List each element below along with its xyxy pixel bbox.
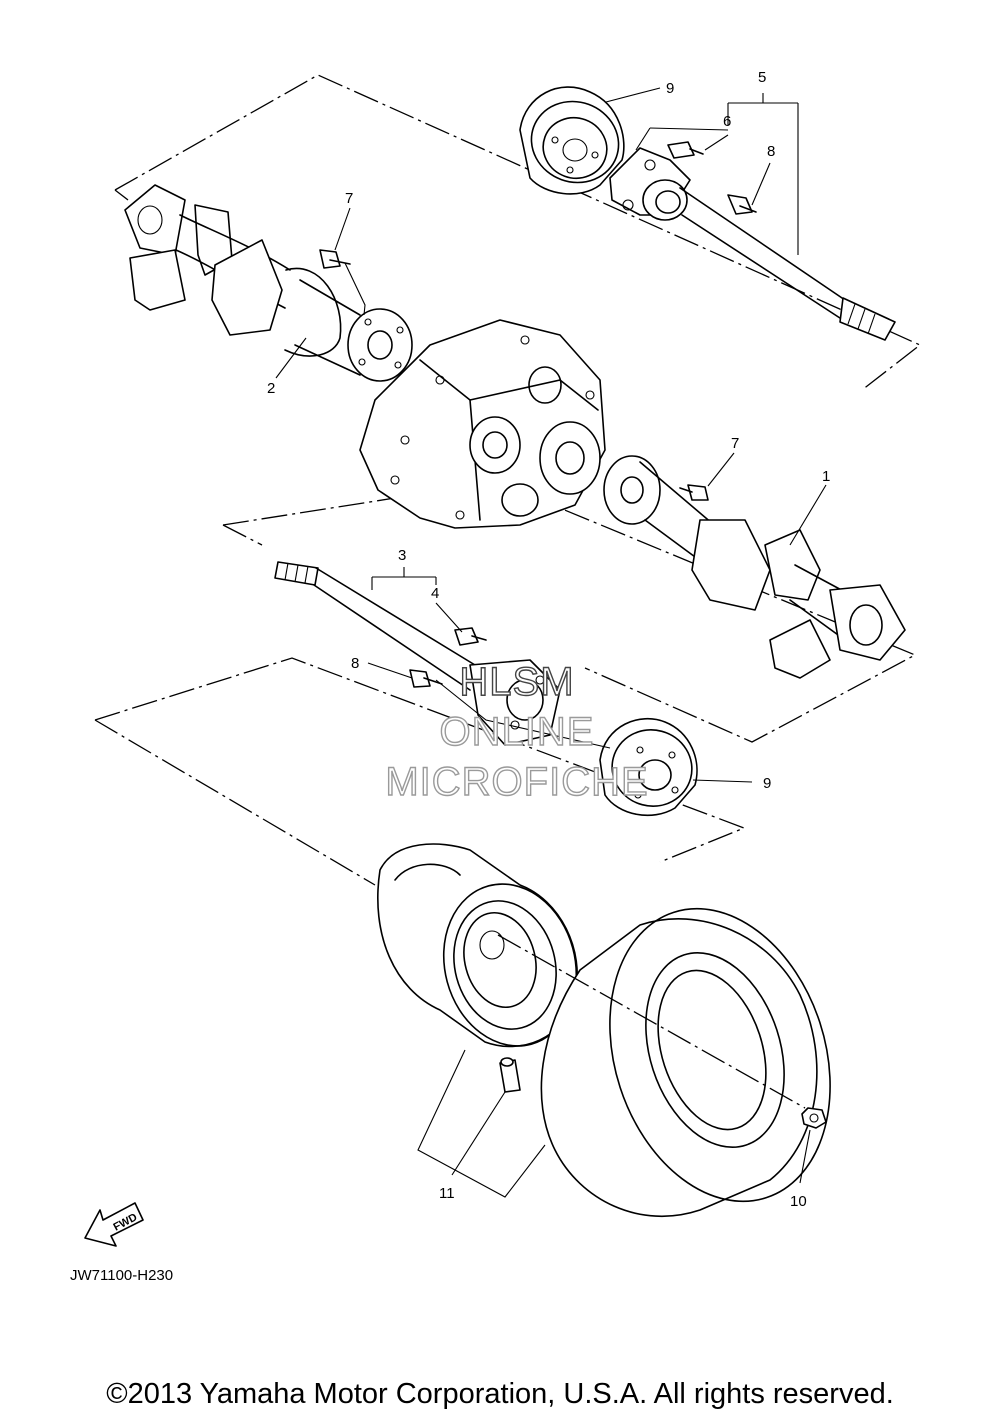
fwd-arrow-icon: FWD xyxy=(84,1202,144,1247)
wheel-axis-line xyxy=(497,934,806,1109)
valve-stem xyxy=(499,1057,521,1093)
bolt-7-upper xyxy=(319,249,351,269)
copyright-notice: ©2013 Yamaha Motor Corporation, U.S.A. A… xyxy=(106,1378,894,1410)
axle-housing-right xyxy=(603,455,906,679)
callout-7-upper: 7 xyxy=(345,190,353,207)
hub-bolt-6 xyxy=(667,141,704,159)
assembly-outline-middle xyxy=(222,481,917,743)
hub-bolt-4 xyxy=(454,627,487,646)
callout-6: 6 xyxy=(723,113,731,130)
watermark-line-1: HLSM xyxy=(459,660,574,704)
watermark-line-3: MICROFICHE xyxy=(385,760,648,804)
brake-drum-lower xyxy=(599,717,698,817)
watermark: HLSM ONLINE MICROFICHE xyxy=(385,659,649,804)
watermark-line-2: ONLINE xyxy=(440,710,595,754)
gear-case xyxy=(359,319,606,529)
assembly-outline-lower xyxy=(94,657,746,886)
tire xyxy=(540,907,831,1218)
bolt-7-lower xyxy=(679,484,709,501)
axle-housing-left xyxy=(124,184,413,382)
callout-2: 2 xyxy=(267,380,275,397)
rear-axle-shaft-lower xyxy=(274,561,561,746)
callout-4: 4 xyxy=(431,585,439,602)
assembly-outline-upper xyxy=(114,74,922,391)
callout-8-upper: 8 xyxy=(767,143,775,160)
callout-8-lower: 8 xyxy=(351,655,359,672)
drawing-code: JW71100-H230 xyxy=(70,1267,173,1284)
callout-3: 3 xyxy=(398,547,406,564)
callout-5: 5 xyxy=(758,69,766,86)
brake-drum-upper xyxy=(519,86,625,195)
callout-10: 10 xyxy=(790,1193,807,1210)
callout-1: 1 xyxy=(822,468,830,485)
leader-lines xyxy=(275,87,827,1198)
callout-7-lower: 7 xyxy=(731,435,739,452)
callout-9-lower: 9 xyxy=(763,775,771,792)
callout-9-upper: 9 xyxy=(666,80,674,97)
lug-nut xyxy=(801,1107,827,1129)
bolt-8-lower xyxy=(409,669,443,688)
callout-11: 11 xyxy=(439,1185,455,1202)
callout-labels: 9 5 6 8 7 2 7 1 3 4 8 9 11 10 xyxy=(267,69,830,1210)
bolt-8-upper xyxy=(727,194,757,215)
rear-axle-shaft-upper xyxy=(609,147,896,341)
